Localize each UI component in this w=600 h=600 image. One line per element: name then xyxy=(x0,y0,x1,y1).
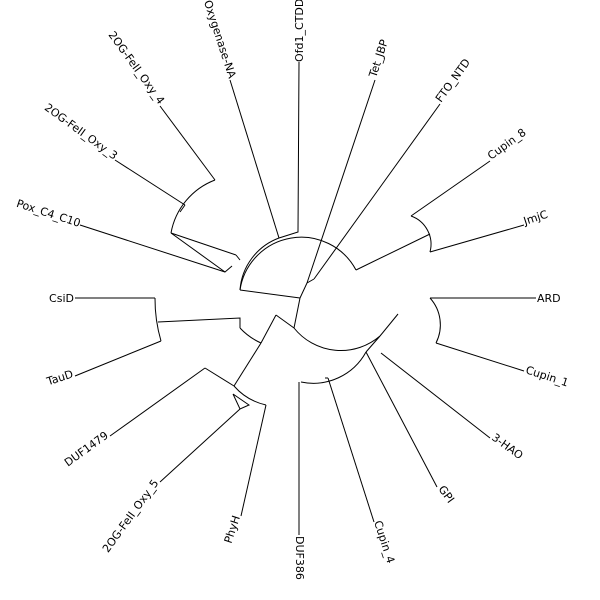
leaf-labels: Ofd1_CTDD Tet_JBP FTO_NTD Cupin_8 JmjC A… xyxy=(15,0,570,580)
branch-oxy5 xyxy=(159,408,241,483)
leaf-label-oxygenase: Oxygenase-NA xyxy=(201,0,239,80)
leaf-label-csid: CsiD xyxy=(49,292,74,305)
leaf-label-phyh: PhyH xyxy=(222,514,243,545)
branch-left-lower-stem xyxy=(260,314,277,344)
branch-cupin4-duf-arc xyxy=(300,351,367,384)
leaf-label-taud: TauD xyxy=(44,367,75,388)
bottom-left-arc xyxy=(275,314,295,329)
branch-phyh xyxy=(240,404,267,517)
branch-upper-left-arc xyxy=(239,237,280,291)
leaf-label-cupin1: Cupin_1 xyxy=(524,363,570,389)
top-clade-arc xyxy=(239,236,357,291)
leaf-label-cupin4: Cupin_4 xyxy=(371,519,397,565)
tree-branches xyxy=(74,61,536,535)
branch-oxy4 xyxy=(159,105,216,181)
branch-phyh-oxy5-arc xyxy=(233,385,267,406)
leaf-label-fto: FTO_NTD xyxy=(433,56,473,104)
branch-tet-fto-stem xyxy=(299,282,308,299)
branch-phyh-oxy5-stem xyxy=(233,342,262,387)
branch-oxy3 xyxy=(114,159,186,206)
branch-ard-cupin1-stem xyxy=(379,313,399,337)
branch-fto xyxy=(313,103,441,280)
leaf-label-gpi: GPI xyxy=(436,483,457,506)
leaf-label-cupin8: Cupin_8 xyxy=(485,126,528,162)
branch-cupin8 xyxy=(410,160,491,217)
branch-duf1479 xyxy=(109,367,206,437)
branch-taud xyxy=(74,340,162,377)
leaf-label-oxy3: 2OG-FeII_Oxy_3 xyxy=(42,101,120,163)
leaf-label-jmjc: JmjC xyxy=(521,208,550,228)
branch-taud-csid-arc xyxy=(154,297,162,342)
branch-oxy-group-arc xyxy=(170,179,216,234)
branch-tet xyxy=(306,79,376,284)
leaf-label-oxy5: 2OG-FeII_Oxy_5 xyxy=(100,477,162,555)
branch-ard-cupin1-arc xyxy=(429,297,441,344)
leaf-label-ard: ARD xyxy=(537,292,561,305)
leaf-label-pox: Pox_C4_C10 xyxy=(15,197,82,230)
branch-taud-csid-stem xyxy=(157,317,241,328)
branch-3hao xyxy=(380,352,491,439)
branch-cupin1 xyxy=(435,342,525,372)
branch-cupin8-jmjc-arc xyxy=(410,215,432,253)
branch-oxy-group-stem xyxy=(235,254,241,261)
branch-pox-link xyxy=(170,232,233,273)
branch-tet-fto-arc xyxy=(306,278,315,284)
branch-duf1479-stem xyxy=(204,367,235,387)
branch-ofd1 xyxy=(278,61,300,239)
branch-oxy3-stem xyxy=(179,204,186,213)
branch-oxygenase xyxy=(229,79,280,239)
branch-gpi-stem xyxy=(365,335,381,353)
branch-oxy-inner xyxy=(170,232,237,256)
branch-upper-left-stem xyxy=(239,289,301,299)
leaf-label-duf1479: DUF1479 xyxy=(62,429,111,469)
branch-jmjc xyxy=(429,224,525,253)
branch-pox xyxy=(79,224,226,273)
leaf-label-ofd1: Ofd1_CTDD xyxy=(293,0,306,62)
leaf-label-tet: Tet_JBP xyxy=(366,38,391,80)
leaf-label-3hao: 3-HAO xyxy=(489,431,525,462)
branch-oxy5-box xyxy=(232,393,251,410)
branch-gpi xyxy=(365,351,438,488)
right-clade-stem xyxy=(293,327,381,351)
branch-left-lower-arc xyxy=(239,327,262,344)
leaf-label-duf386: DUF386 xyxy=(293,536,306,580)
root-stem xyxy=(293,297,301,329)
branch-cupin8-jmjc-stem xyxy=(355,233,431,271)
branch-cupin4 xyxy=(327,377,375,523)
leaf-label-oxy4: 2OG-FeII_Oxy_4 xyxy=(106,29,168,107)
